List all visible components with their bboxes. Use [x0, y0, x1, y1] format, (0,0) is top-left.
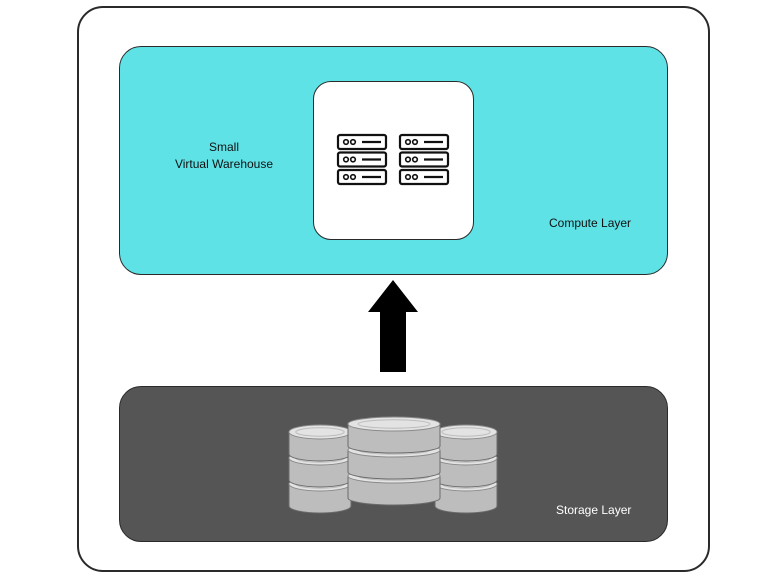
arrow-up-icon [368, 280, 418, 372]
server-unit-icon [336, 133, 388, 151]
server-unit-icon [398, 133, 450, 151]
server-unit-icon [398, 168, 450, 186]
warehouse-size: Small [208, 140, 239, 154]
warehouse-name: Virtual Warehouse [174, 157, 274, 171]
compute-layer-label: Compute Layer [549, 216, 632, 230]
server-unit-icon [336, 151, 388, 168]
server-rack-icon [336, 133, 450, 186]
database-stack-icon [288, 416, 498, 514]
server-unit-icon [398, 151, 450, 168]
server-unit-icon [336, 168, 388, 186]
storage-layer-label: Storage Layer [556, 503, 632, 517]
disk-icon [288, 424, 352, 462]
warehouse-label: Small Virtual Warehouse [160, 139, 288, 173]
disk-icon [347, 416, 441, 454]
disk-icon [434, 424, 498, 462]
